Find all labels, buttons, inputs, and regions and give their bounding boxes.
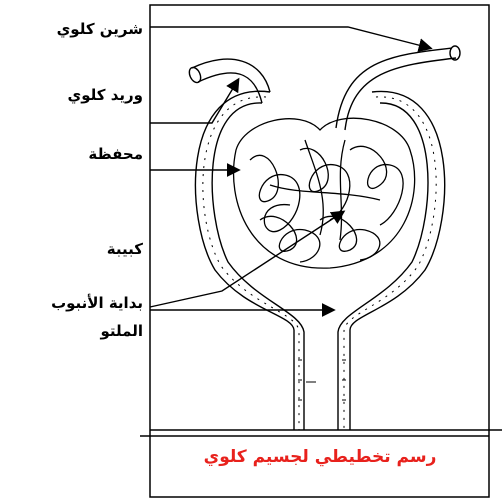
bowman-capsule bbox=[195, 91, 444, 430]
leader-renal-vein bbox=[150, 80, 238, 123]
leader-renal-artery bbox=[150, 27, 430, 48]
diagram-caption: رسم تخطيطي لجسيم كلوي bbox=[152, 447, 488, 467]
tubule-cell-texture bbox=[298, 360, 346, 400]
renal-artery-tube bbox=[336, 46, 460, 130]
capsule-cell-texture bbox=[203, 97, 436, 430]
glomerulus-tangle bbox=[250, 140, 403, 262]
leader-lines bbox=[150, 27, 430, 310]
